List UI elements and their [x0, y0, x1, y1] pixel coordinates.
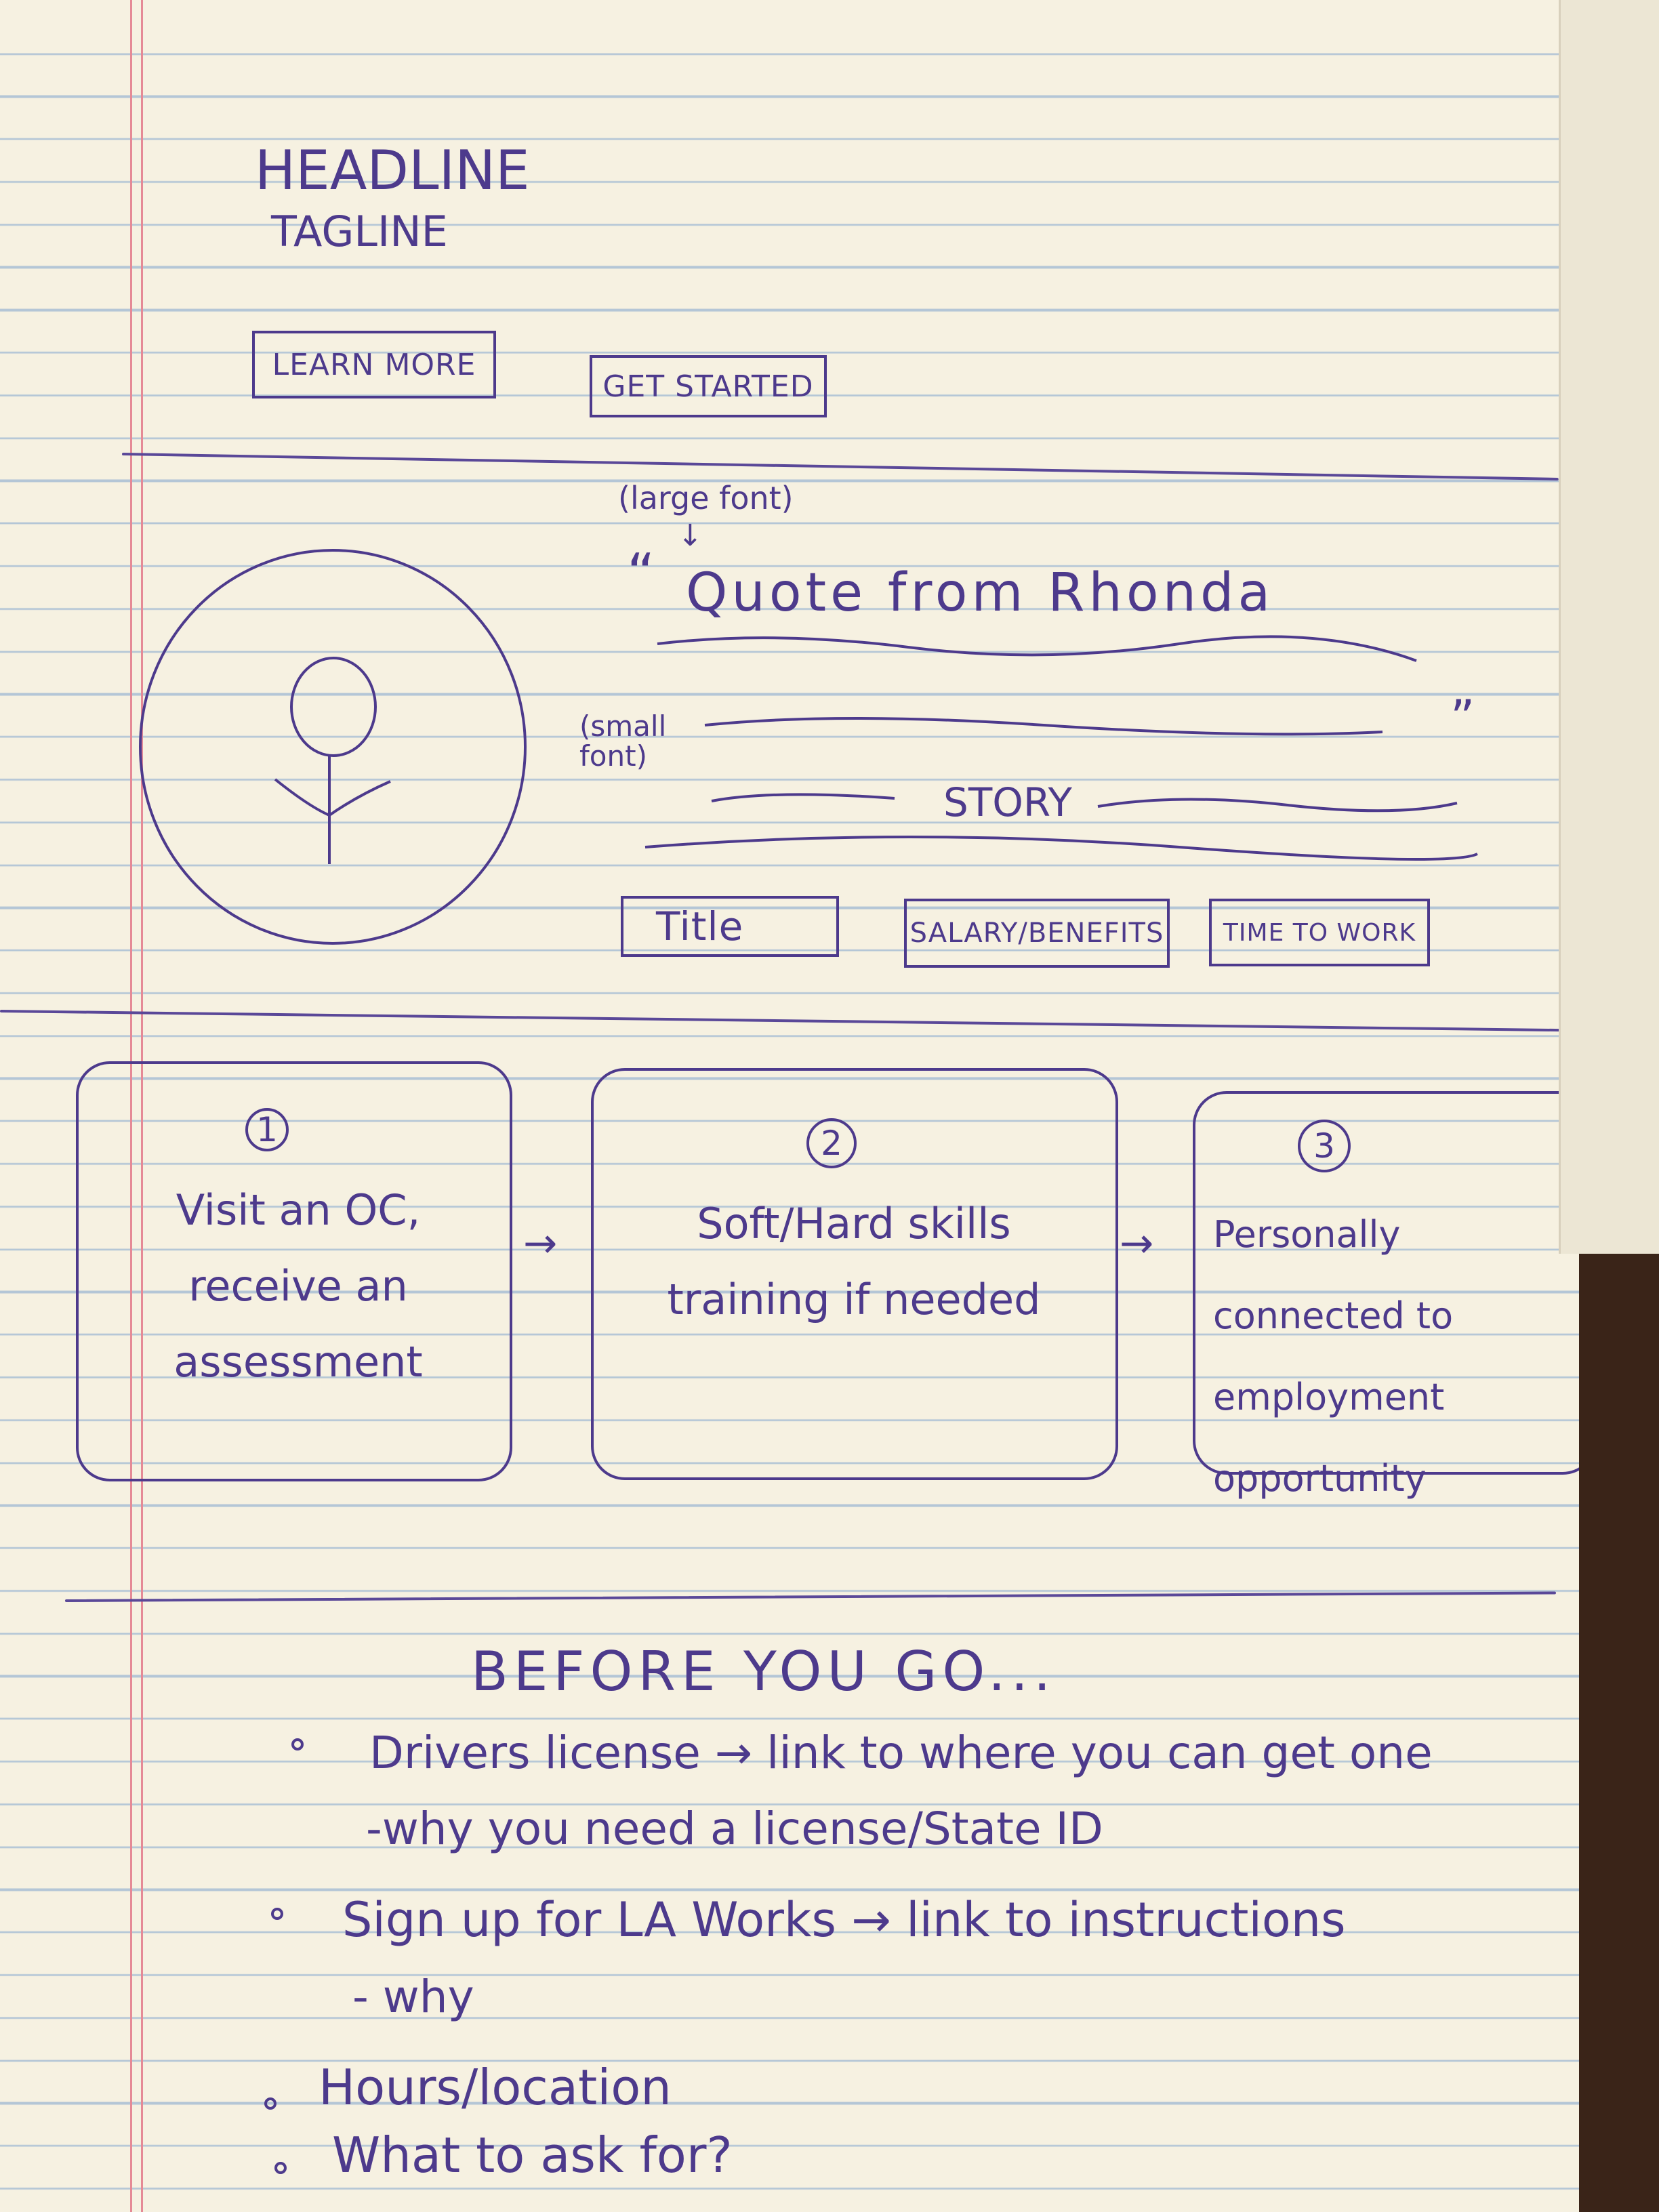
title-tag: Title — [621, 896, 839, 957]
tagline: TAGLINE — [271, 207, 448, 256]
section-divider — [121, 453, 1559, 480]
step-card-1 — [76, 1061, 512, 1481]
step-number: 2 — [806, 1118, 857, 1168]
arrow-icon: ↓ — [678, 518, 703, 553]
text-placeholder-lines — [644, 635, 1478, 861]
get-started-button[interactable]: GET STARTED — [590, 355, 827, 417]
avatar-placeholder — [139, 549, 527, 945]
step-text: Personally connected to employment oppor… — [1213, 1213, 1454, 1500]
list-item: What to ask for? — [332, 2127, 733, 2184]
margin-line — [130, 0, 132, 2212]
before-you-go-heading: BEFORE YOU GO... — [471, 1640, 1057, 1703]
bullet-icon — [291, 1738, 304, 1750]
bullet-icon — [264, 2097, 276, 2110]
arrow-right-icon: → — [1120, 1220, 1154, 1267]
salary-benefits-tag: SALARY/BENEFITS — [904, 899, 1170, 968]
margin-line — [141, 0, 143, 2212]
list-item: Sign up for LA Works → link to instructi… — [342, 1892, 1346, 1948]
list-item: Drivers license → link to where you can … — [369, 1727, 1433, 1779]
list-item-sub: -why you need a license/State ID — [366, 1803, 1103, 1855]
step-text: Soft/Hard skills training if needed — [667, 1199, 1041, 1324]
learn-more-button[interactable]: LEARN MORE — [252, 331, 496, 398]
step-card-2 — [591, 1068, 1118, 1480]
step-number: 3 — [1298, 1120, 1351, 1172]
table-surface — [1579, 1254, 1659, 2212]
stacked-paper-edge — [1559, 0, 1659, 1254]
arrow-right-icon: → — [523, 1220, 558, 1267]
close-quote: ” — [1450, 690, 1475, 745]
large-font-note: (large font) — [618, 480, 794, 516]
step-number: 1 — [245, 1108, 289, 1151]
time-to-work-tag: TIME TO WORK — [1209, 899, 1430, 966]
list-item-sub: - why — [352, 1971, 474, 2023]
section-divider — [0, 1010, 1579, 1032]
section-divider — [64, 1591, 1556, 1602]
bullet-icon — [271, 1908, 283, 1920]
bullet-icon — [274, 2162, 287, 2174]
step-card-3 — [1193, 1091, 1579, 1475]
small-font-note: (small font) — [579, 710, 667, 773]
notebook-paper: HEADLINE TAGLINE LEARN MORE GET STARTED … — [0, 0, 1579, 2212]
quote-text: Quote from Rhonda — [686, 562, 1275, 623]
story-label: STORY — [943, 779, 1072, 825]
list-item: Hours/location — [319, 2059, 672, 2116]
open-quote: “ — [627, 542, 655, 605]
headline: HEADLINE — [255, 139, 530, 202]
step-text: Visit an OC, receive an assessment — [173, 1185, 423, 1387]
